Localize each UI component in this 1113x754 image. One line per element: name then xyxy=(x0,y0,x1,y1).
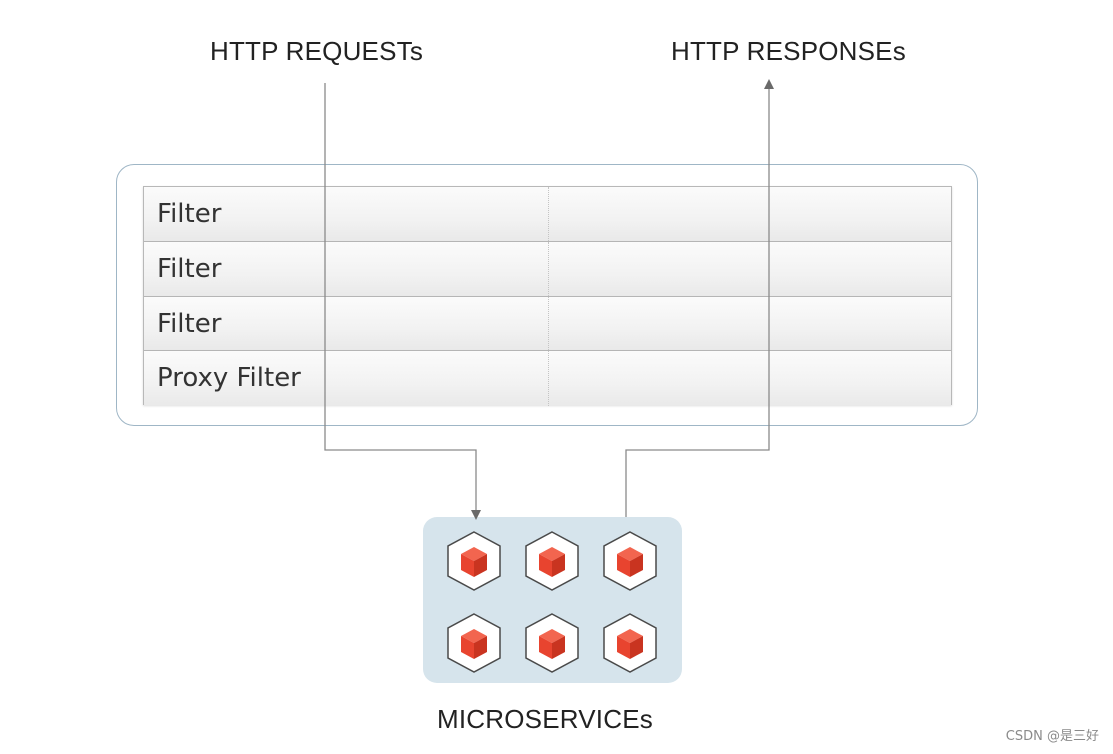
row-divider xyxy=(548,241,549,296)
proxy-filter-row: Proxy Filter xyxy=(144,351,951,406)
filter-row: Filter xyxy=(144,241,951,297)
watermark-text: CSDN @是三好 xyxy=(1005,729,1099,744)
filter-chain: Filter Filter Filter Proxy Filter xyxy=(143,186,952,406)
http-responses-label: HTTP RESPONSEs xyxy=(671,36,906,66)
filter-row: Filter xyxy=(144,296,951,352)
filter-row: Filter xyxy=(144,187,951,242)
filter-label: Filter xyxy=(157,253,222,284)
cube-icon xyxy=(523,612,581,674)
row-divider xyxy=(548,296,549,351)
microservices-container xyxy=(423,517,682,683)
cube-icon xyxy=(601,612,659,674)
row-divider xyxy=(548,187,549,241)
proxy-filter-label: Proxy Filter xyxy=(157,363,301,394)
cube-icon xyxy=(445,530,503,592)
filter-label: Filter xyxy=(157,308,222,339)
cube-icon xyxy=(523,530,581,592)
cube-icon xyxy=(601,530,659,592)
cube-icon xyxy=(445,612,503,674)
filter-label: Filter xyxy=(157,199,222,229)
http-requests-label: HTTP REQUESTs xyxy=(210,36,424,66)
microservices-label: MICROSERVICEs xyxy=(437,704,653,734)
row-divider xyxy=(548,351,549,406)
